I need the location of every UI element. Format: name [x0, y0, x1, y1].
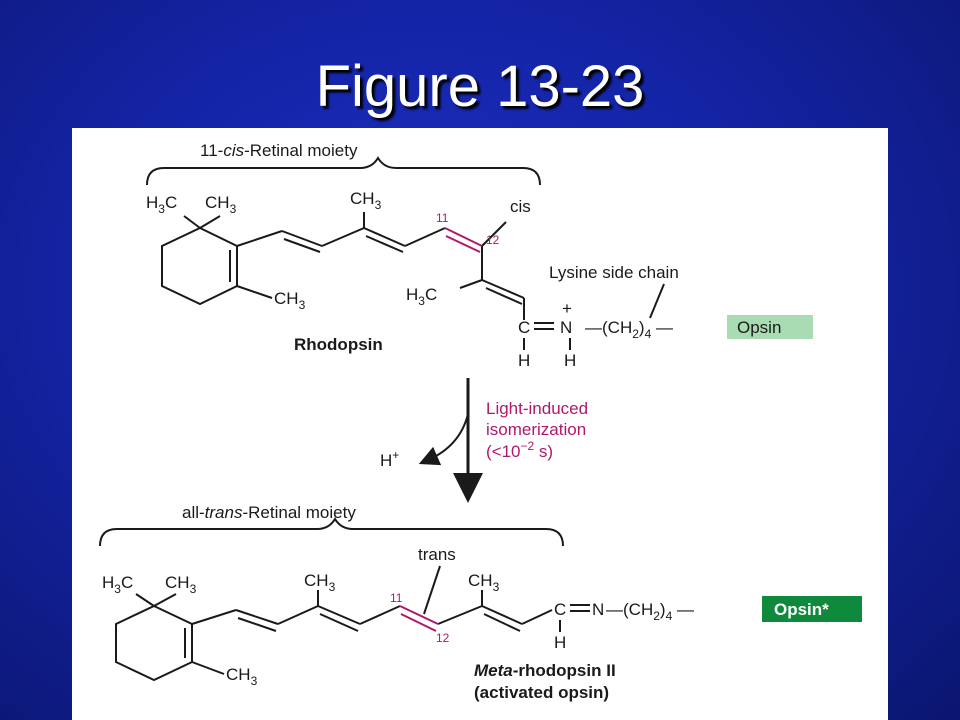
carbon-12-label-bottom: 12 [436, 631, 450, 645]
ch3-label-top-left: CH3 [205, 193, 237, 216]
ch3-label-ring-bottom: CH3 [226, 665, 258, 688]
reaction-label-line1: Light-induced [486, 399, 588, 418]
rhodopsin-diagram: 11-cis-Retinal moiety H3C CH3 CH3 CH3 11… [99, 141, 862, 702]
cis-moiety-brace [146, 156, 541, 186]
opsin-star-label: Opsin* [774, 600, 829, 619]
trans-moiety-brace [99, 517, 564, 547]
schiff-n-label-bottom: N [592, 600, 604, 619]
schiff-c-label-bottom: C [554, 600, 566, 619]
meta-rhodopsin-name: Meta-rhodopsin II [474, 661, 616, 680]
cyclohexene-ring-top [161, 215, 273, 306]
lysine-side-chain-label: Lysine side chain [549, 263, 679, 282]
h3c-label-top-left: H3C [146, 193, 177, 216]
opsin-box [727, 315, 813, 339]
nitrogen-h-label: H [564, 351, 576, 370]
schiff-h-label-top: H [518, 351, 530, 370]
ch3-label-chain-bottom-2: CH3 [468, 571, 500, 594]
opsin-star-box [762, 596, 862, 622]
cis-double-bond-11-12 [444, 227, 483, 253]
h3c-label-chain-top: H3C [406, 285, 437, 308]
slide-title: Figure 13-23 [315, 54, 645, 119]
reaction-label-line3: (<10−2 s) [486, 439, 553, 461]
nitrogen-charge: + [562, 299, 572, 318]
trans-pointer-line [423, 565, 441, 615]
lysine-chain-top: —(CH2)4 — [585, 318, 673, 341]
schiff-c-label-top: C [518, 318, 530, 337]
rhodopsin-name: Rhodopsin [294, 335, 383, 354]
carbon-11-label-top: 11 [436, 211, 449, 225]
schiff-double-bond-top [523, 322, 571, 350]
proton-release-arrow [418, 413, 469, 466]
carbon-12-label-top: 12 [486, 233, 500, 247]
carbon-11-label-bottom: 11 [390, 591, 403, 605]
proton-label: H+ [380, 448, 399, 470]
polyene-chain-cis [236, 212, 525, 320]
schiff-h-label-bottom: H [554, 633, 566, 652]
ch3-label-chain-top: CH3 [350, 189, 382, 212]
figure-panel: 11-cis-Retinal moiety H3C CH3 CH3 CH3 11… [72, 128, 888, 720]
ch3-label-ring-top: CH3 [274, 289, 306, 312]
cis-label: cis [510, 197, 531, 216]
cis-moiety-label: 11-cis-Retinal moiety [200, 141, 358, 160]
reaction-label-line2: isomerization [486, 420, 586, 439]
ch3-label-chain-bottom-1: CH3 [304, 571, 336, 594]
lysine-chain-bottom: —(CH2)4 — [606, 600, 694, 623]
h3c-label-bottom-left: H3C [102, 573, 133, 596]
ch3-label-bottom-left: CH3 [165, 573, 197, 596]
polyene-chain-trans [191, 590, 553, 632]
schiff-double-bond-bottom [559, 604, 590, 632]
trans-double-bond-11-12 [399, 605, 439, 632]
activated-opsin-label: (activated opsin) [474, 683, 609, 702]
lysine-pointer-line [649, 283, 665, 319]
schiff-n-label-top: N [560, 318, 572, 337]
trans-moiety-label: all-trans-Retinal moiety [182, 503, 356, 522]
trans-label: trans [418, 545, 456, 564]
opsin-label: Opsin [737, 318, 781, 337]
cyclohexene-ring-bottom [115, 593, 225, 682]
